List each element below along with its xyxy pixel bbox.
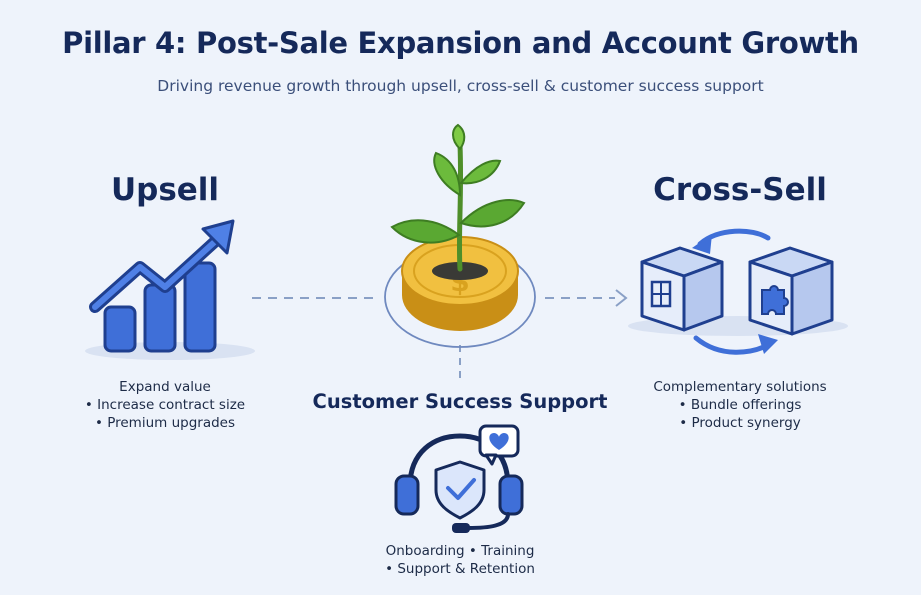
upsell-line-2: • Increase contract size	[84, 397, 246, 413]
headset-shield-heart-icon	[394, 424, 524, 533]
connector-right-arrowhead	[615, 289, 628, 307]
customer-success-line-1: Onboarding • Training	[385, 543, 535, 559]
upsell-heading: Upsell	[110, 172, 220, 208]
upsell-description: Expand value • Increase contract size • …	[40, 378, 290, 432]
cross-sell-heading: Cross-Sell	[653, 172, 827, 208]
cross-sell-line-2: • Bundle offerings	[678, 397, 802, 413]
customer-success-description: Onboarding • Training • Support & Retent…	[310, 542, 610, 578]
customer-success-heading: Customer Success Support	[312, 390, 608, 413]
cross-sell-line-3: • Product synergy	[679, 415, 801, 431]
cross-sell-description: Complementary solutions • Bundle offerin…	[615, 378, 865, 432]
growth-bar-chart-icon	[85, 219, 255, 360]
page-subtitle: Driving revenue growth through upsell, c…	[157, 77, 764, 95]
boxes-exchange-icon	[628, 228, 848, 355]
upsell-line-3: • Premium upgrades	[94, 415, 236, 431]
plant-on-coin-icon: $	[384, 123, 536, 348]
customer-success-line-2: • Support & Retention	[385, 561, 535, 577]
cross-sell-line-1: Complementary solutions	[653, 379, 827, 395]
upsell-line-1: Expand value	[119, 379, 211, 395]
page-title: Pillar 4: Post-Sale Expansion and Accoun…	[62, 26, 859, 60]
